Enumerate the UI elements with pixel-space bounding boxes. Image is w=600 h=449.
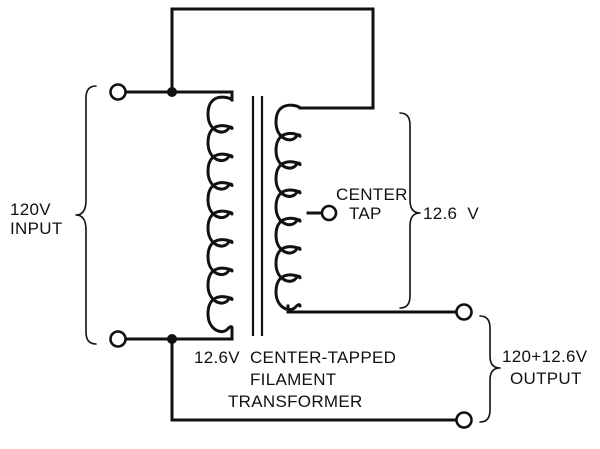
center-tap-label-line1: CENTER: [336, 185, 408, 204]
transformer-label-line3: TRANSFORMER: [228, 392, 363, 411]
secondary-voltage-label: 12.6 V: [423, 204, 479, 223]
transformer-label-line1: 12.6V CENTER-TAPPED: [194, 348, 396, 367]
wires: [124, 7, 458, 422]
wire-input-top: [124, 90, 234, 102]
wire-input-bottom: [124, 326, 234, 341]
secondary-voltage-brace: [399, 112, 421, 309]
output-brace: [479, 315, 501, 423]
wire-to-output-bottom: [170, 337, 458, 422]
input-brace: [75, 85, 97, 345]
transformer-label-line2: FILAMENT: [250, 370, 336, 389]
transformer-core: [251, 96, 264, 336]
input-terminal-bottom: [109, 330, 127, 348]
junction-bottom: [167, 334, 177, 344]
input-label-line1: 120V: [10, 200, 51, 219]
primary-coil: [206, 95, 234, 334]
center-tap-terminal: [320, 204, 338, 222]
wire-secondary-bottom: [286, 304, 458, 314]
secondary-coil: [274, 103, 302, 312]
input-terminal-top: [109, 83, 127, 101]
output-terminal-top: [455, 303, 473, 321]
output-terminal-bottom: [455, 411, 473, 429]
input-label-line2: INPUT: [10, 219, 63, 238]
output-label-line1: 120+12.6V: [502, 347, 588, 366]
output-label-line2: OUTPUT: [510, 369, 582, 388]
junction-top: [167, 87, 177, 97]
center-tap-label-line2: TAP: [349, 204, 382, 223]
wire-top-loop: [170, 7, 375, 110]
